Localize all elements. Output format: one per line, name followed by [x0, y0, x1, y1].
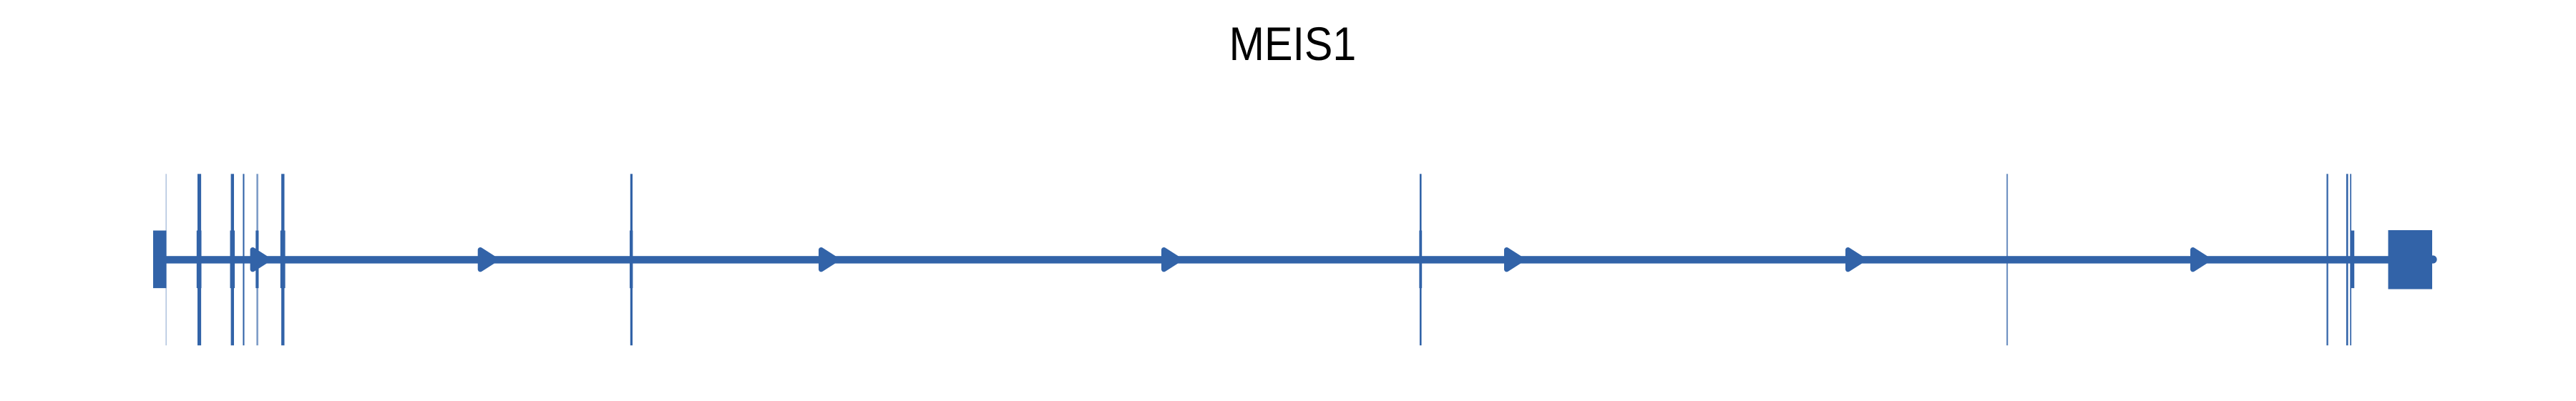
svg-text:MEIS1: MEIS1: [1229, 18, 1357, 70]
